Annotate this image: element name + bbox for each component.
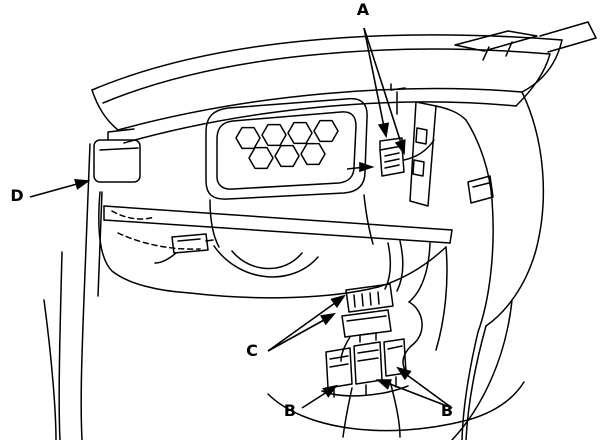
connector-c-group (340, 283, 394, 362)
callout-label-d: D (10, 186, 24, 205)
callout-label-c: C (246, 341, 258, 360)
steering-and-mid-dash (111, 194, 448, 351)
leader-arrows (29, 27, 453, 409)
callout-label-a: A (356, 0, 370, 19)
callout-label-b-right: B (440, 401, 454, 420)
right-dash-side (435, 91, 545, 440)
left-pillar-and-door (43, 128, 141, 440)
relay-b-cluster (321, 332, 409, 438)
callout-label-b-left: B (283, 401, 297, 420)
roof-and-windshield (91, 21, 597, 144)
floor-and-console (267, 299, 525, 440)
instrument-cluster (205, 97, 368, 200)
harness-wires (384, 240, 431, 371)
relay-a-and-bracket (379, 83, 437, 207)
